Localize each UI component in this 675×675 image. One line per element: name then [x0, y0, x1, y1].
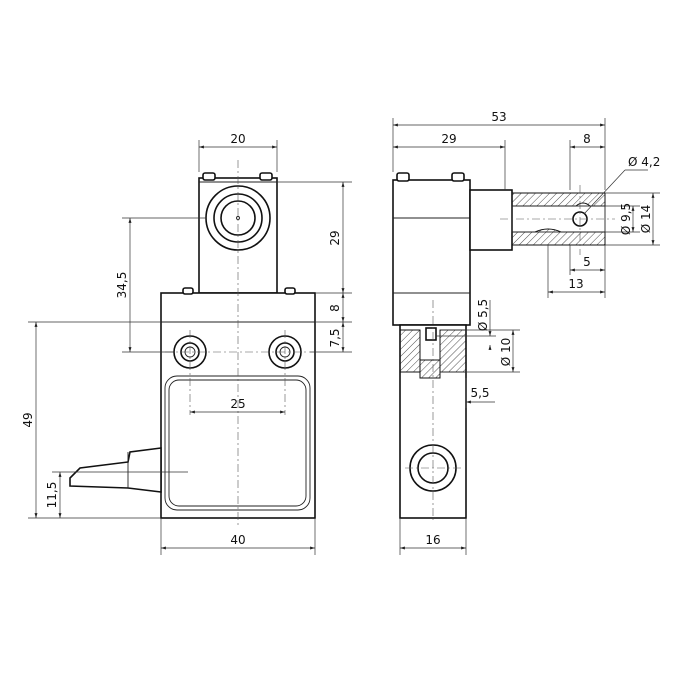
dim-height-mid: 8 — [328, 304, 342, 312]
dim-total-width: 53 — [491, 110, 506, 124]
dim-shaft-offset: 8 — [583, 132, 591, 146]
dim-counterbore-dia: Ø 10 — [499, 338, 513, 367]
front-body-screw-right — [284, 287, 296, 295]
front-bracket-screw-left — [202, 172, 216, 181]
side-body-section-left — [399, 329, 421, 373]
front-cable — [69, 447, 162, 493]
dim-cable-height: 11,5 — [45, 482, 59, 509]
side-head-screw-left — [396, 172, 410, 182]
dim-inner-dia: Ø 9,5 — [619, 203, 633, 235]
dim-shaft-length: 13 — [568, 277, 583, 291]
dim-hole-dia: Ø 4,2 — [628, 155, 660, 169]
side-view: 53 29 8 Ø 4,2 Ø 9,5 Ø 14 5 13 — [392, 110, 660, 555]
front-body-cover — [164, 375, 311, 511]
side-shaft-lower-section — [511, 228, 606, 246]
front-bracket-screw-right — [259, 172, 273, 181]
side-head-screw-right — [451, 172, 465, 182]
front-view: 20 29 8 7,5 34,5 25 49 11,5 40 — [21, 132, 352, 555]
dim-screw-dia: Ø 5,5 — [476, 299, 490, 331]
side-screw — [425, 327, 437, 341]
dim-body-width: 29 — [441, 132, 456, 146]
dim-outer-dia: Ø 14 — [639, 205, 653, 234]
dim-counterbore-depth: 5,5 — [470, 386, 489, 400]
dim-height-offset: 34,5 — [115, 272, 129, 299]
side-shaft-housing — [469, 189, 513, 251]
side-head — [392, 179, 471, 326]
dim-width-base: 40 — [230, 533, 245, 547]
dim-height-small: 7,5 — [328, 328, 342, 347]
dim-groove-width: 5 — [583, 255, 591, 269]
front-body-screw-left — [182, 287, 194, 295]
dim-height-top: 29 — [328, 230, 342, 245]
dim-total-height: 49 — [21, 412, 35, 427]
dim-hole-spacing: 25 — [230, 397, 245, 411]
dim-base-width: 16 — [425, 533, 440, 547]
dim-width-top: 20 — [230, 132, 245, 146]
side-shaft-upper-section — [511, 192, 606, 207]
